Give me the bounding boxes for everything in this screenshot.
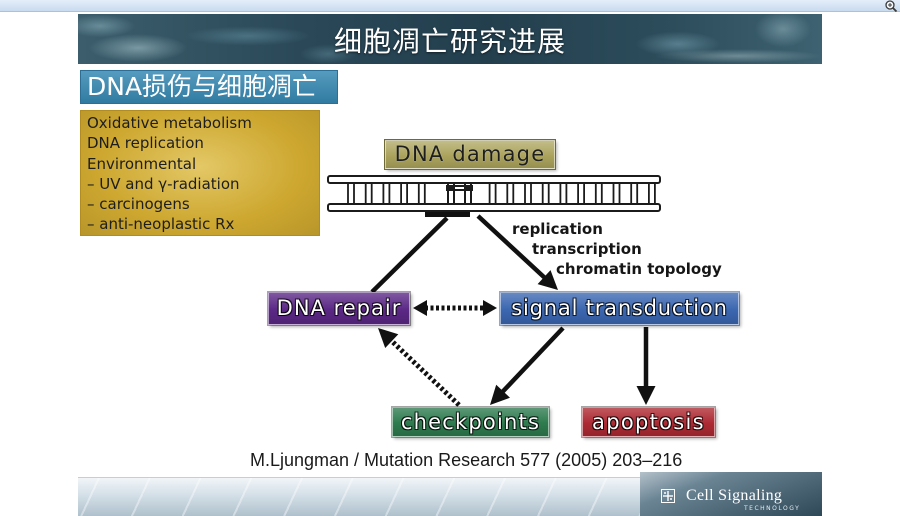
damage-source-item: Environmental	[87, 154, 197, 173]
arrow-shaft	[370, 216, 449, 294]
damage-source-subitem: – anti-neoplastic Rx	[87, 215, 235, 234]
dna-base-pair-rung	[577, 182, 586, 205]
arrow-shaft	[500, 326, 565, 395]
slide-title-banner: 细胞凋亡研究进展	[78, 14, 822, 64]
checkpoints-node: checkpoints	[392, 407, 549, 437]
dna-base-pair-rung	[488, 182, 497, 205]
slide: 细胞凋亡研究进展 DNA损伤与细胞凋亡 Oxidative metabolism…	[78, 14, 822, 516]
arrow-head	[537, 270, 558, 290]
arrow-head	[490, 384, 510, 405]
signal-to-checkpoints-arrow	[490, 326, 565, 405]
repair-to-damage-link	[370, 216, 449, 294]
damage-to-signal-arrow	[476, 214, 558, 290]
damage-source-subitem: – UV and γ-radiation	[87, 174, 240, 193]
dna-base-pair-rung	[506, 182, 515, 205]
pathway-arrows	[370, 214, 656, 407]
checkpoints-to-repair-dotted-arrow	[378, 328, 461, 407]
apoptosis-node: apoptosis	[582, 407, 715, 437]
damage-sources-box: Oxidative metabolism DNA replication Env…	[80, 110, 320, 236]
footer-brand-block: Cell Signaling TECHNOLOGY	[640, 472, 822, 516]
dna-base-pair-rung	[594, 182, 603, 205]
viewer-toolbar	[0, 0, 900, 12]
signal-transduction-node: signal transduction	[500, 292, 739, 325]
dna-top-strand	[327, 175, 661, 184]
dna-damage-node: DNA damage	[385, 140, 555, 169]
process-label-transcription: transcription	[532, 240, 642, 258]
dna-base-pair-rung	[541, 182, 550, 205]
signal-to-apoptosis-arrow	[636, 327, 656, 405]
dna-base-pair-rung	[559, 182, 568, 205]
repair-site-bar	[425, 212, 470, 217]
damage-source-item: Oxidative metabolism	[87, 114, 252, 132]
arrow-shaft	[476, 214, 548, 281]
brand-tagline: TECHNOLOGY	[744, 505, 801, 512]
dna-lesion	[446, 182, 473, 205]
damage-source-item: DNA replication	[87, 134, 204, 153]
dna-base-pair-rung	[364, 182, 373, 205]
dna-base-pair-rung	[648, 182, 656, 205]
citation: M.Ljungman / Mutation Research 577 (2005…	[250, 450, 683, 470]
dna-repair-node: DNA repair	[268, 292, 410, 325]
slide-footer-band	[78, 477, 640, 516]
brand-name: Cell Signaling	[686, 487, 783, 504]
repair-signal-dotted-double-arrow	[413, 300, 497, 316]
zoom-in-icon[interactable]	[884, 0, 898, 12]
process-label-replication: replication	[512, 220, 603, 238]
dna-base-pair-rung	[630, 182, 639, 205]
dna-bottom-strand	[327, 203, 661, 212]
dna-base-pair-rung	[347, 182, 355, 205]
pathway-diagram	[327, 175, 661, 407]
arrow-head	[378, 328, 399, 348]
process-label-chromatin-topology: chromatin topology	[556, 260, 722, 278]
dna-double-strand	[327, 175, 661, 217]
cell-signaling-logo-icon	[661, 489, 675, 503]
arrow-head	[636, 386, 656, 405]
slide-title: 细胞凋亡研究进展	[333, 25, 566, 58]
dna-base-pair-rung	[612, 182, 621, 205]
arrow-shaft	[388, 337, 461, 407]
dna-base-pair-rung	[400, 182, 409, 205]
arrow-head	[483, 300, 497, 316]
section-heading: DNA损伤与细胞凋亡	[80, 70, 338, 104]
dna-base-pair-rung	[417, 182, 426, 205]
dna-base-pairs	[347, 182, 656, 205]
dna-base-pair-rung	[382, 182, 391, 205]
arrow-head	[413, 300, 427, 316]
damage-source-subitem: – carcinogens	[87, 195, 190, 214]
dna-base-pair-rung	[524, 182, 532, 205]
